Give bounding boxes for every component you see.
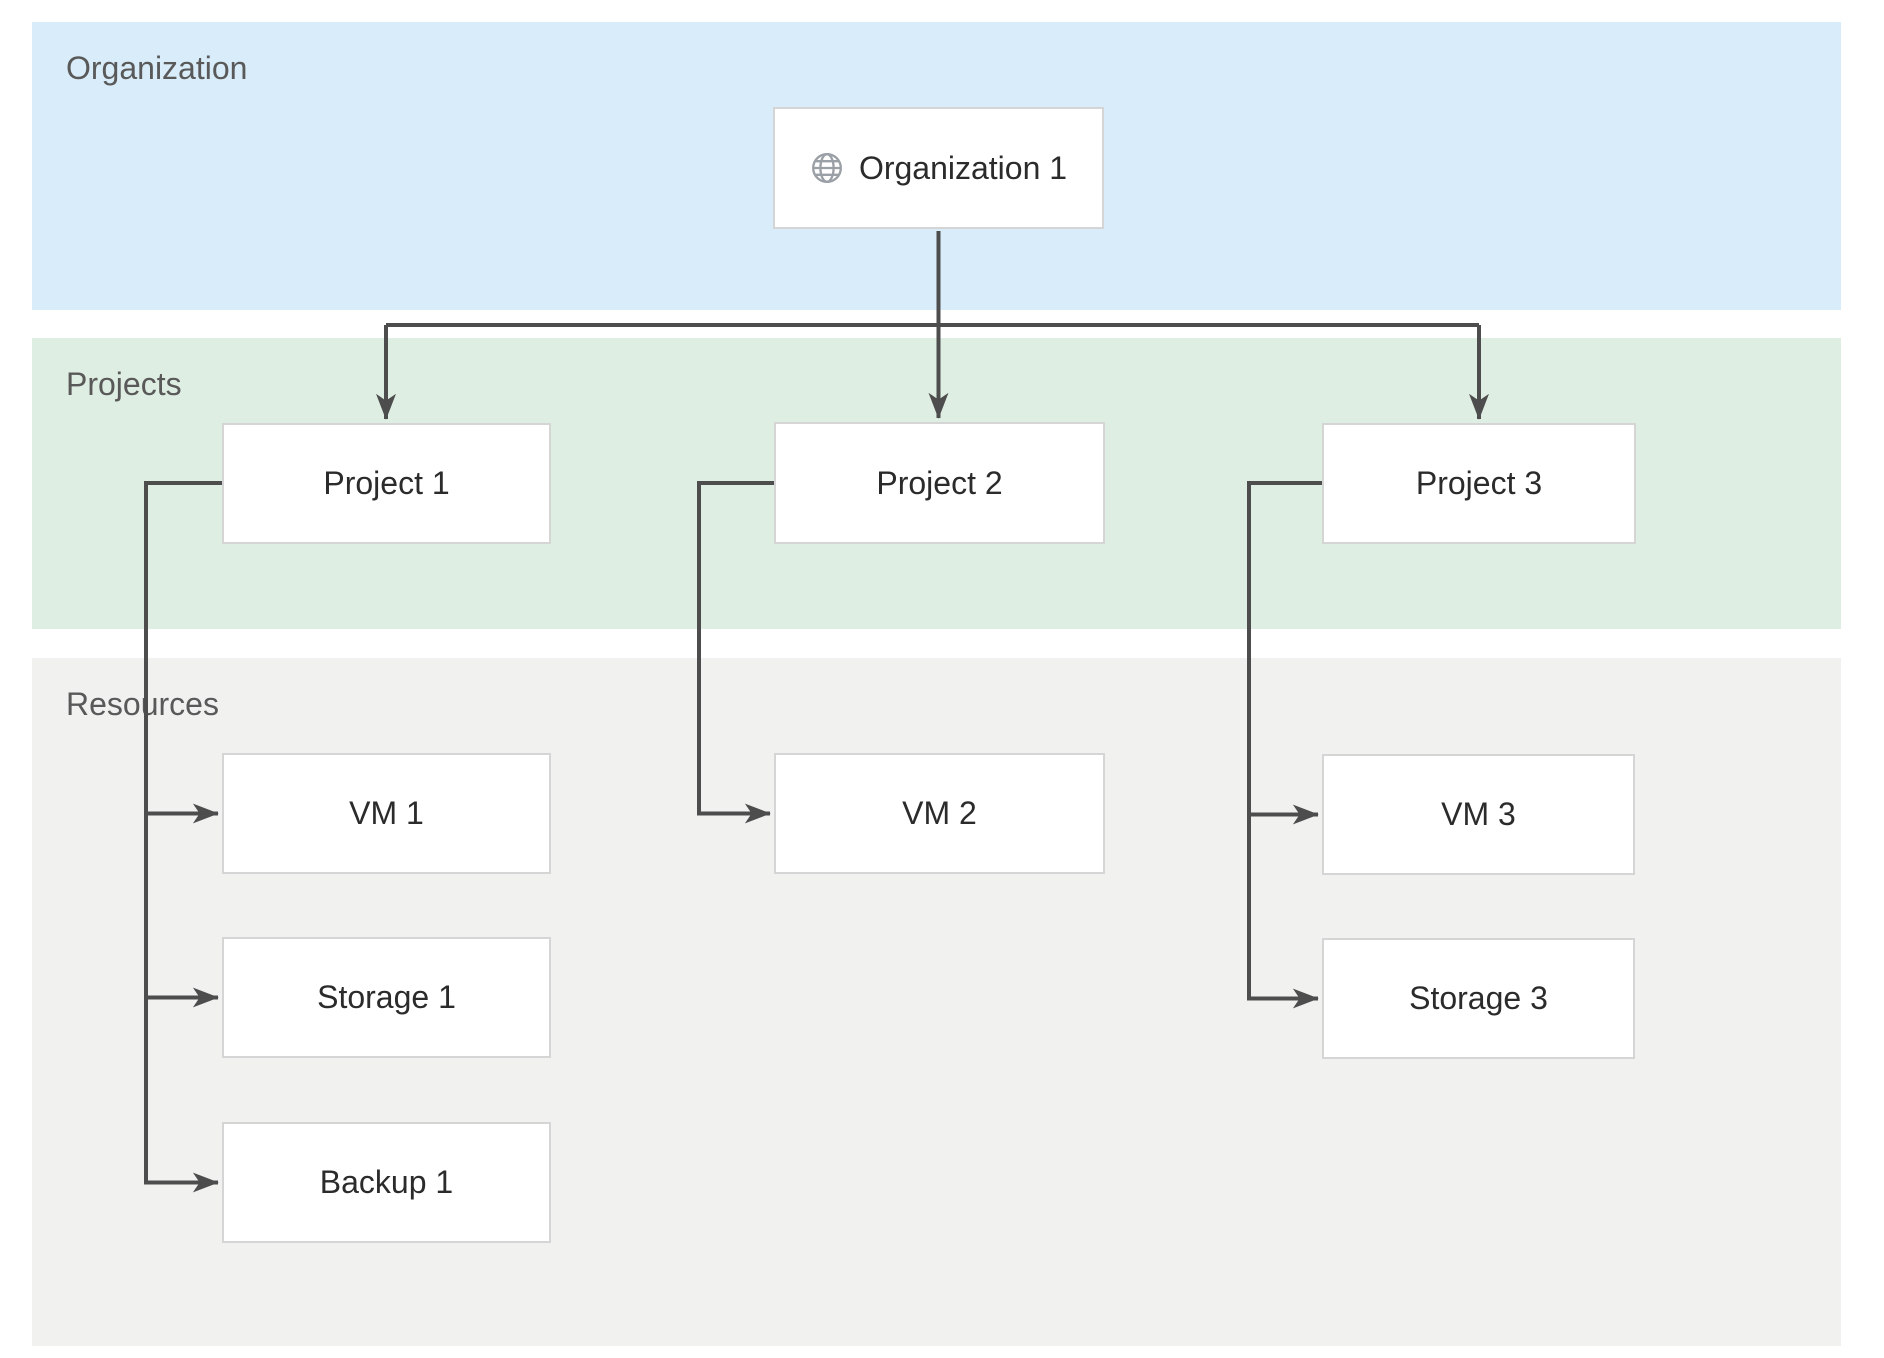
band-resources-label: Resources <box>66 686 219 722</box>
node-project-2-label: Project 2 <box>876 464 1003 501</box>
node-vm-1-label: VM 1 <box>349 795 424 831</box>
node-storage-3-label: Storage 3 <box>1409 980 1548 1016</box>
node-project-1-label: Project 1 <box>323 465 450 501</box>
node-project-3[interactable]: Project 3 <box>1322 423 1636 544</box>
node-organization-1-label: Organization 1 <box>858 149 1068 186</box>
node-organization-1[interactable]: Organization 1 <box>773 107 1104 229</box>
node-storage-1-label: Storage 1 <box>317 979 456 1015</box>
node-project-1[interactable]: Project 1 <box>222 423 551 544</box>
node-vm-1[interactable]: VM 1 <box>222 753 551 874</box>
node-vm-3-label: VM 3 <box>1441 796 1516 832</box>
node-storage-3[interactable]: Storage 3 <box>1322 938 1635 1059</box>
node-vm-2-label: VM 2 <box>902 795 977 831</box>
node-backup-1-label: Backup 1 <box>319 1164 454 1200</box>
node-storage-1[interactable]: Storage 1 <box>222 937 551 1058</box>
globe-icon <box>810 151 844 185</box>
band-projects-label: Projects <box>66 366 182 402</box>
node-project-3-label: Project 3 <box>1415 465 1543 501</box>
node-backup-1[interactable]: Backup 1 <box>222 1122 551 1243</box>
node-vm-3[interactable]: VM 3 <box>1322 754 1635 875</box>
node-project-2[interactable]: Project 2 <box>774 422 1105 544</box>
node-vm-2[interactable]: VM 2 <box>774 753 1105 874</box>
band-organization-label: Organization <box>66 50 248 86</box>
